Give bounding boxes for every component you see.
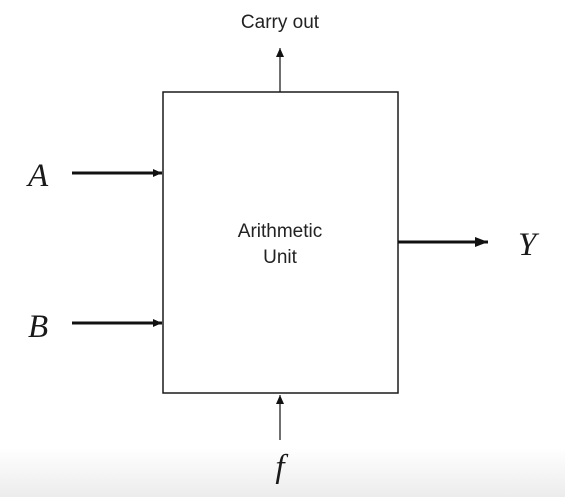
arithmetic-unit-block xyxy=(162,91,399,394)
input-a-label: A xyxy=(26,158,49,194)
carry-out-label: Carry out xyxy=(241,12,320,33)
output-y-label: Y xyxy=(518,227,540,263)
input-f-label: f xyxy=(275,449,288,485)
input-b-label: B xyxy=(28,309,48,345)
block-label-line1: Arithmetic xyxy=(238,221,322,242)
bottom-shade xyxy=(0,448,565,497)
block-label-line2: Unit xyxy=(263,247,298,268)
